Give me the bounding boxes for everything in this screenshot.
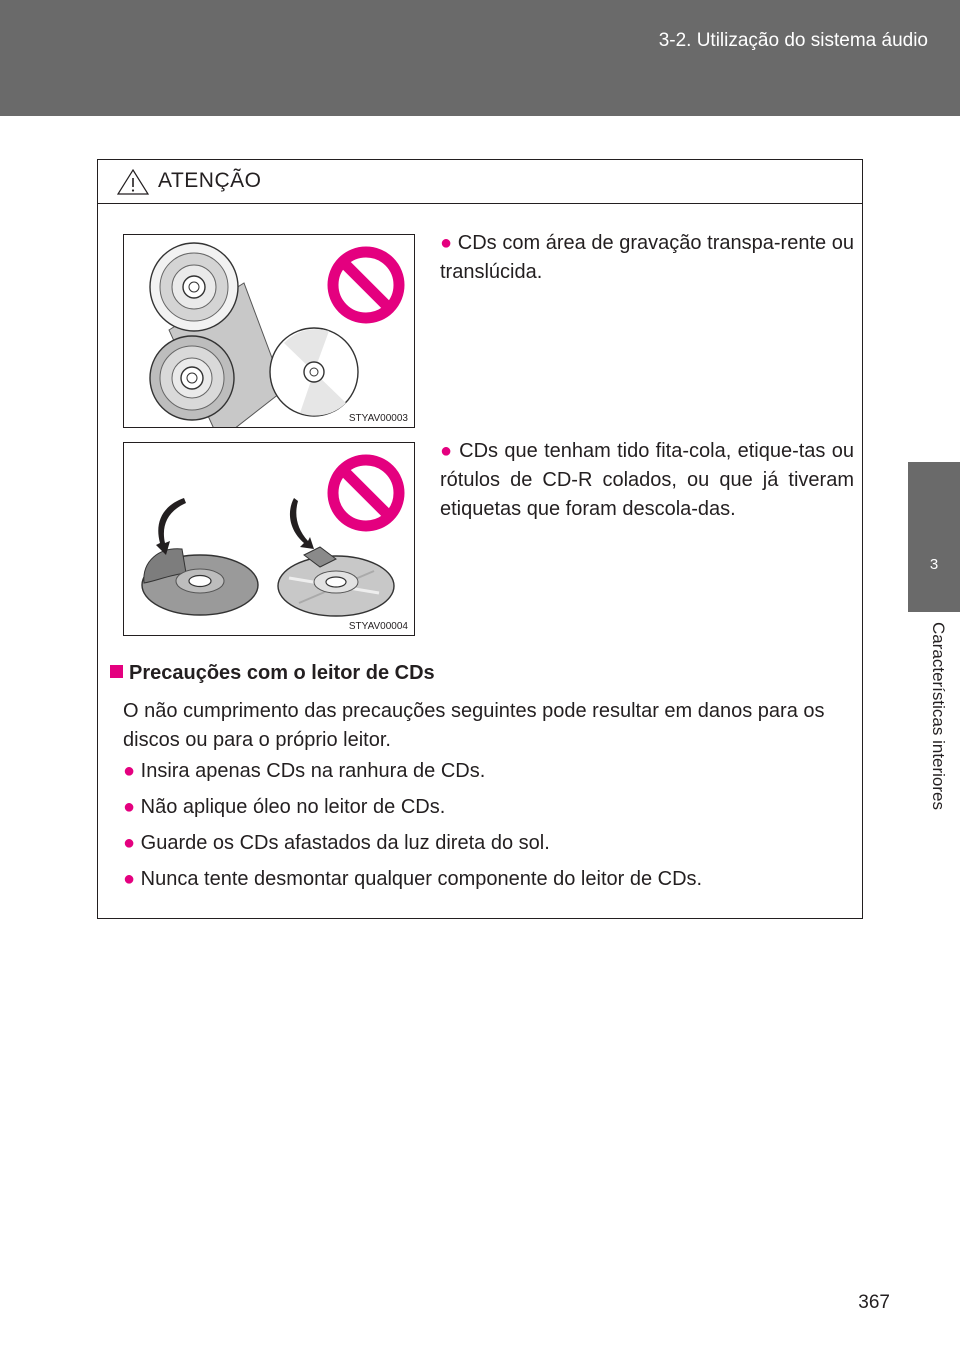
taped-cds-illustration: [141, 454, 405, 617]
list-item: ● Guarde os CDs afastados da luz direta …: [123, 832, 550, 854]
list-item: ● Nunca tente desmontar qualquer compone…: [123, 868, 703, 890]
bullet-dot-icon: ●: [123, 868, 141, 890]
figure-code: STYAV00003: [348, 413, 408, 424]
bullet-dot-icon: ●: [123, 796, 141, 818]
list-item: ● Insira apenas CDs na ranhura de CDs.: [123, 760, 486, 782]
list-item: ● Não aplique óleo no leitor de CDs.: [123, 796, 446, 818]
warning-box: ATENÇÃO: [97, 159, 863, 919]
warning-item-1: ● CDs com área de gravação transpa-rente…: [440, 232, 855, 283]
bullet-dot-icon: ●: [123, 760, 141, 782]
transparent-cds-illustration: [149, 242, 405, 427]
figure-transparent-cds: STYAV00003: [123, 234, 415, 428]
warning-title: ATENÇÃO: [158, 169, 262, 192]
page-number: 367: [858, 1292, 890, 1313]
section-intro: O não cumprimento das precauções seguint…: [123, 700, 825, 751]
section-heading: Precauções com o leitor de CDs: [110, 662, 435, 685]
bullet-dot-icon: ●: [440, 440, 460, 462]
figure-code: STYAV00004: [348, 621, 408, 632]
chapter-tab: [908, 612, 960, 912]
chapter-tab-number: 3: [908, 462, 960, 612]
page-header: 3-2. Utilização do sistema áudio: [0, 0, 960, 116]
prohibited-icon: [327, 454, 405, 532]
bullet-dot-icon: ●: [440, 232, 458, 254]
bullet-dot-icon: ●: [123, 832, 141, 854]
warning-triangle-icon: [116, 168, 150, 195]
section-title: 3-2. Utilização do sistema áudio: [658, 30, 928, 51]
prohibited-icon: [327, 246, 405, 324]
chapter-tab-label: Características interiores: [929, 622, 948, 811]
figure-taped-cds: STYAV00004: [123, 442, 415, 636]
square-bullet-icon: [110, 665, 123, 678]
warning-item-2: ● CDs que tenham tido fita-cola, etique-…: [440, 440, 854, 520]
warning-header: ATENÇÃO: [98, 160, 862, 204]
